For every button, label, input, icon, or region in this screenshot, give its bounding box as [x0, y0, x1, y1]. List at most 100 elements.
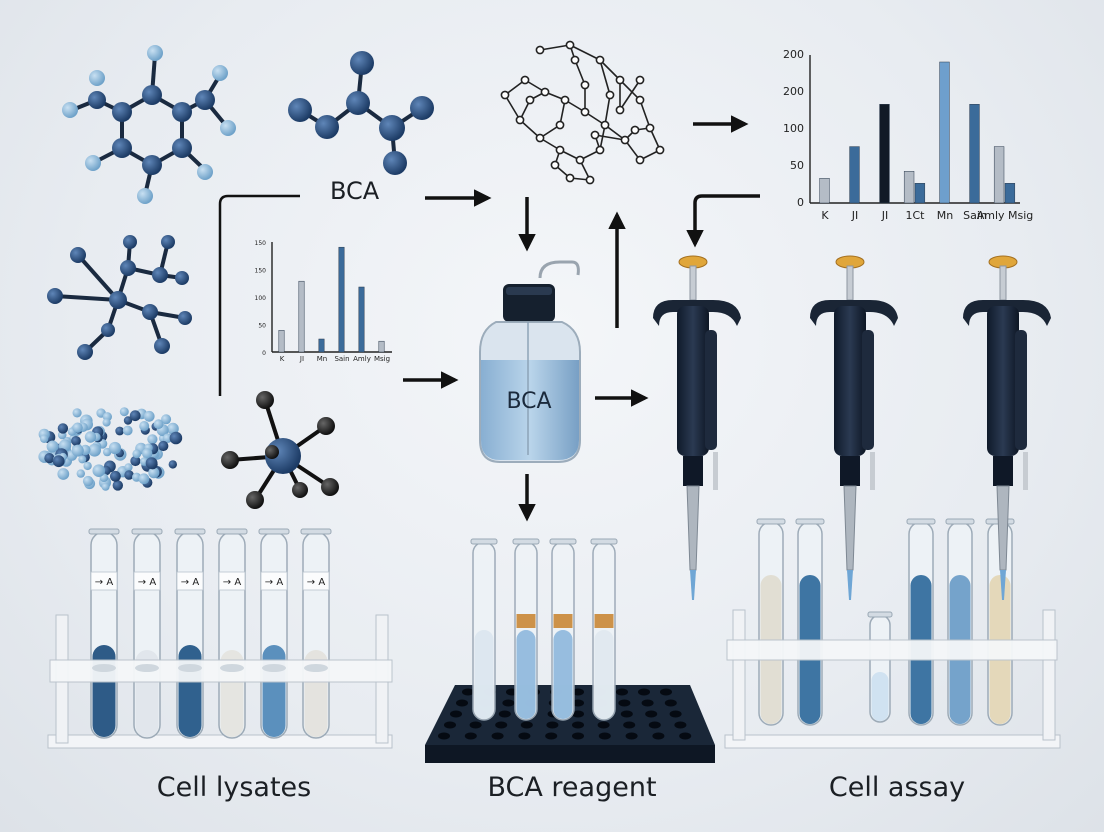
cluster-bead	[82, 475, 94, 487]
x-tick-label: Mn	[317, 355, 327, 363]
well	[546, 721, 559, 729]
atom	[615, 105, 625, 115]
tube-rack-right	[724, 518, 1061, 749]
atom	[565, 173, 575, 183]
cluster-bead	[148, 467, 160, 479]
arrow-bent	[686, 194, 760, 248]
y-tick-label: 50	[258, 323, 266, 330]
test-tube: → A	[216, 528, 248, 739]
bar	[993, 146, 1005, 204]
atom	[560, 95, 570, 105]
molecule-chain-icon	[288, 51, 434, 175]
y-tick-label: 0	[262, 350, 266, 357]
well	[648, 721, 661, 729]
tube-label: → A	[138, 577, 157, 588]
bond	[639, 99, 651, 129]
well	[664, 699, 677, 707]
bar	[358, 286, 365, 353]
cluster-bead	[88, 443, 101, 457]
caption-cell-assay: Cell assay	[828, 772, 966, 803]
atom	[635, 95, 645, 105]
cluster-bead	[169, 431, 183, 445]
bar	[338, 246, 345, 353]
bca-title: BCA	[330, 177, 380, 205]
cluster-bead	[139, 421, 150, 431]
cluster-bead	[167, 422, 179, 435]
cluster-bead	[119, 407, 129, 417]
well	[450, 710, 462, 718]
x-tick-label: Msig	[374, 355, 390, 363]
cluster-bead	[168, 460, 177, 469]
x-tick-label: K	[821, 209, 829, 222]
well	[469, 721, 482, 729]
cluster-bead	[161, 414, 172, 425]
bar	[318, 338, 325, 353]
x-tick-label: 1Ct	[906, 209, 926, 222]
cluster-bead	[138, 473, 150, 485]
x-tick-label: JI	[851, 209, 859, 222]
bond	[619, 79, 641, 111]
atom	[550, 160, 560, 170]
y-tick-label: 50	[790, 159, 804, 172]
x-tick-label: JI	[299, 355, 304, 363]
well	[518, 732, 531, 740]
atom	[565, 40, 575, 50]
tube-label: → A	[307, 577, 326, 588]
y-tick-label: 200	[783, 48, 804, 61]
pipettes	[653, 255, 1051, 600]
cluster-bead	[158, 440, 169, 452]
cluster-bead	[145, 457, 158, 469]
tube-rack-left: → A→ A→ A→ A→ A→ A	[47, 528, 393, 749]
atom	[535, 133, 545, 143]
x-tick-label: Sain	[963, 209, 987, 222]
bar	[879, 104, 890, 204]
atom	[595, 55, 605, 65]
cluster-bead	[123, 416, 133, 425]
x-tick-label: Sain	[334, 355, 349, 363]
well	[625, 732, 638, 740]
cluster-bead	[132, 449, 142, 459]
well	[641, 699, 654, 707]
connector-bracket	[218, 194, 300, 396]
atom	[585, 175, 595, 185]
cluster-bead	[129, 410, 141, 422]
bar	[1004, 183, 1016, 204]
x-tick-label: Amly	[353, 355, 371, 363]
atom	[630, 125, 640, 135]
bar	[903, 171, 915, 204]
atom	[535, 45, 545, 55]
y-tick-label: 200	[783, 85, 804, 98]
y-tick-label: 100	[255, 295, 267, 302]
bar	[914, 183, 926, 204]
bar	[819, 178, 830, 204]
well	[618, 699, 631, 707]
well	[572, 710, 584, 718]
y-tick-label: 150	[255, 268, 267, 275]
well	[495, 721, 508, 729]
test-tube: → A	[88, 528, 120, 739]
pipette-icon	[653, 255, 741, 600]
cluster-bead	[101, 482, 110, 491]
cluster-bead	[92, 464, 106, 478]
bond	[619, 79, 641, 101]
bond	[599, 59, 621, 81]
well	[572, 721, 584, 729]
bar	[298, 280, 305, 353]
test-tube	[867, 611, 893, 723]
atom	[595, 145, 605, 155]
tube-label: → A	[181, 577, 200, 588]
molecule-tetrahedral-icon	[221, 391, 339, 509]
x-tick-label: JI	[881, 209, 889, 222]
bottle-label: BCA	[506, 389, 551, 414]
cluster-bead	[124, 470, 134, 480]
atom	[635, 75, 645, 85]
cluster-bead	[142, 448, 153, 459]
x-tick-label: Amly Msig	[977, 209, 1034, 222]
cluster-bead	[57, 468, 70, 480]
test-tube	[470, 538, 498, 721]
cluster-bead	[83, 461, 92, 471]
caption-cell-lysates: Cell lysates	[156, 772, 312, 803]
